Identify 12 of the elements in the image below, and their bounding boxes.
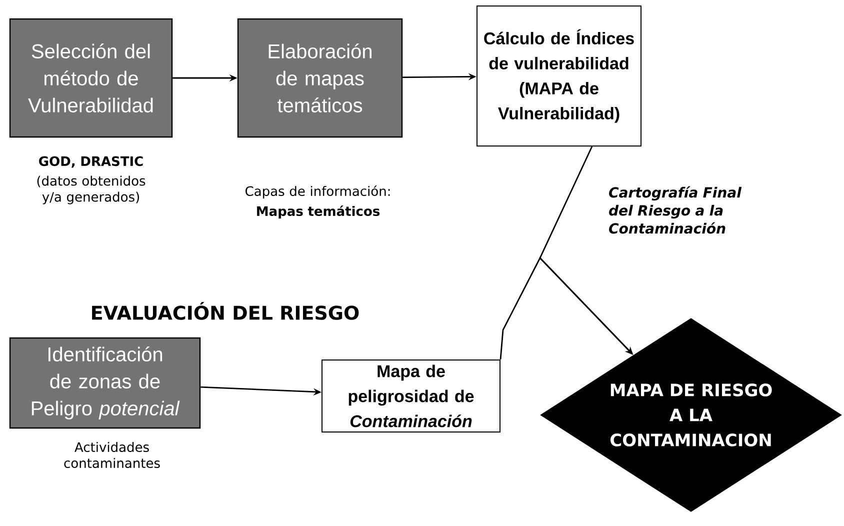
node-caption: GOD, DRASTIC: [39, 156, 143, 168]
textured-box: Identificación de zonas de Peligro potencial: [9, 337, 201, 429]
node-caption: Actividades contaminantes: [64, 442, 160, 468]
edge-label: Cartografía Final del Riesgo a la Contaminación: [609, 186, 742, 234]
node-caption: Mapas temáticos: [257, 205, 380, 219]
heading: EVALUACIÓN DEL RIESGO: [92, 302, 359, 320]
textured-box: Elaboración de mapas temáticos: [237, 18, 403, 138]
node-caption: (datos obtenidos y/a generados): [37, 176, 146, 204]
node-caption: Capas de información:: [246, 185, 390, 199]
process-box: Mapa de peligrosidad de Contaminación: [322, 360, 500, 432]
textured-box: Selección del método de Vulnerabilidad: [9, 18, 173, 138]
process-box: Cálculo de Índices de vulnerabilidad (MAPA de Vulnerabilidad): [476, 6, 642, 146]
